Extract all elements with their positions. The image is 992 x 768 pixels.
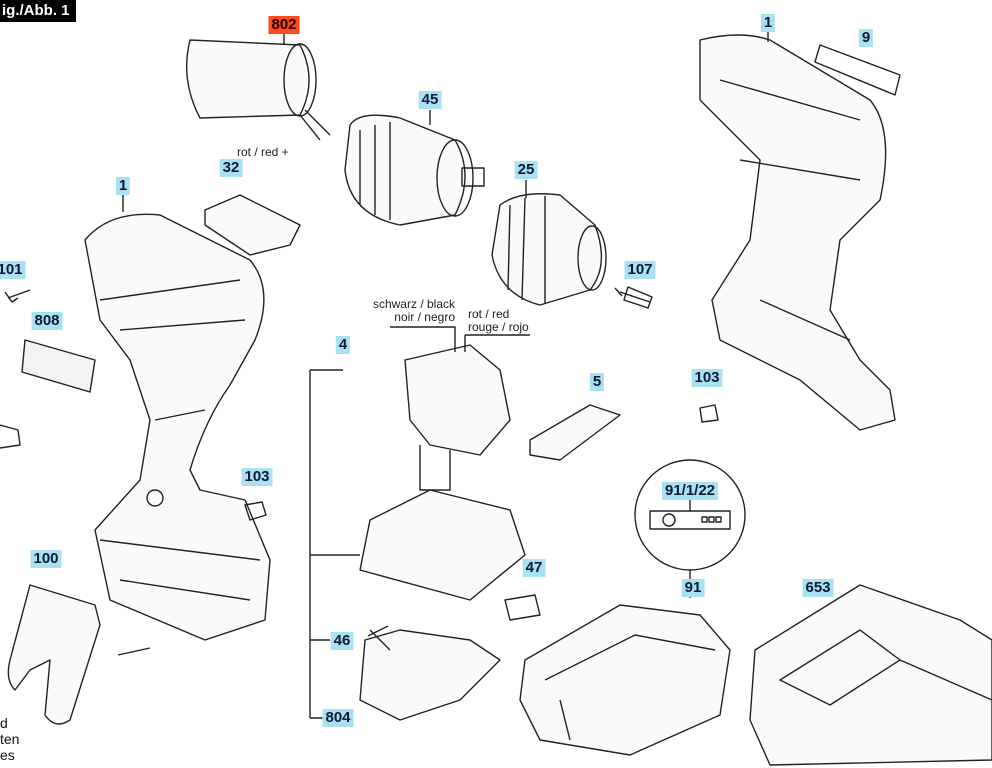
part-label-1-right[interactable]: 1 [760,14,776,32]
label-callout [634,459,746,598]
part-label-100[interactable]: 100 [30,550,62,568]
part-label-1-left[interactable]: 1 [115,177,131,195]
brush-holder-part [204,194,301,256]
side-text-2: ten [0,731,20,747]
belt-clip-100 [7,584,101,725]
battery-detail [544,634,716,741]
black-wire-note: schwarz / black noir / negro [372,298,455,324]
screw-107 [614,286,653,309]
black-wire-line1: schwarz / black [372,297,455,311]
charger-653 [749,584,992,766]
charger-detail [779,629,992,706]
part-label-101[interactable]: 101 [0,261,26,279]
plate-808 [21,339,96,393]
screw-part [117,647,151,656]
part-label-47[interactable]: 47 [522,559,546,577]
chuck-part [491,180,607,306]
side-text-3: es [0,747,15,763]
part-label-5[interactable]: 5 [589,373,605,391]
part-label-808[interactable]: 808 [31,312,63,330]
gearbox-part [344,110,485,226]
part-label-103-left[interactable]: 103 [241,468,273,486]
red-wire-note: rot / red rouge / rojo [468,308,529,334]
red-wire-line1: rot / red [468,307,510,321]
left-housing-part [84,195,271,641]
motor-part [186,34,331,141]
part-label-25[interactable]: 25 [514,161,538,179]
side-text-1: d [0,715,8,731]
right-housing-part [699,32,896,431]
nut-103-left [244,501,267,521]
part-label-46[interactable]: 46 [330,632,354,650]
motor-wire-note: rot / red + [237,145,289,159]
strip-9 [814,44,901,96]
part-label-45[interactable]: 45 [418,91,442,109]
nut-103-right [699,404,719,423]
screw-101 [4,289,31,303]
part-label-107[interactable]: 107 [624,261,656,279]
part-label-804[interactable]: 804 [322,709,354,727]
battery-91 [519,604,731,756]
part-label-653[interactable]: 653 [802,579,834,597]
part-label-4[interactable]: 4 [335,336,351,354]
part-label-802[interactable]: 802 [268,16,300,34]
switch-assembly-part [309,326,541,721]
part-label-103-right[interactable]: 103 [691,369,723,387]
black-wire-line2: noir / negro [394,310,455,324]
red-wire-line2: rouge / rojo [468,320,529,334]
part-label-91-1-22[interactable]: 91/1/22 [661,482,719,500]
part-label-91[interactable]: 91 [681,579,705,597]
slider-part-5 [529,404,621,461]
small-bit-part [0,424,21,449]
part-label-32[interactable]: 32 [219,159,243,177]
figure-label: ig./Abb. 1 [0,0,76,22]
part-label-9[interactable]: 9 [858,29,874,47]
